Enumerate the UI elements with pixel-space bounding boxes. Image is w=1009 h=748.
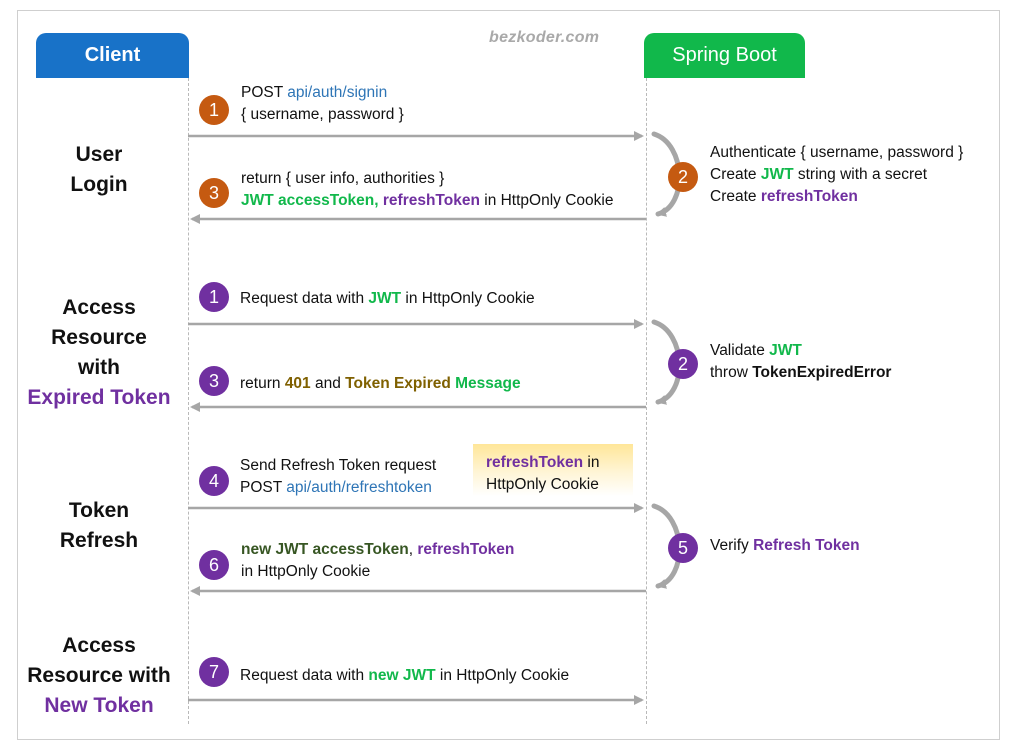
refresh-response-text: new JWT accessToken, refreshToken in Htt… [241, 541, 515, 580]
client-lifeline [188, 78, 189, 724]
expired-request-text: Request data with JWT in HttpOnly Cookie [240, 290, 535, 307]
step-number-badge: 1 [199, 282, 229, 312]
step-number-badge: 2 [668, 349, 698, 379]
step-number-badge: 4 [199, 466, 229, 496]
server-lane-header: Spring Boot [644, 33, 805, 78]
expired-response-text: return 401 and Token Expired Message [240, 375, 521, 392]
watermark: bezkoder.com [489, 29, 600, 46]
client-lane-header: Client [36, 33, 189, 78]
server-lifeline [646, 78, 647, 724]
expired-process-text: Validate JWT throw TokenExpiredError [710, 342, 892, 381]
login-process-text: Authenticate { username, password } Crea… [710, 144, 964, 205]
refresh-request-text: Send Refresh Token request POST api/auth… [240, 457, 437, 496]
refresh-process-text: Verify Refresh Token [710, 537, 860, 554]
refresh-cookie-note: refreshToken in HttpOnly Cookie [473, 444, 633, 496]
section-user-login: User Login [70, 143, 128, 196]
step-number-badge: 3 [199, 366, 229, 396]
section-expired-token: Access Resource with Expired Token [27, 296, 171, 409]
step-number-badge: 3 [199, 178, 229, 208]
login-request-text: POST api/auth/signin { username, passwor… [241, 84, 404, 123]
login-response-text: return { user info, authorities } JWT ac… [241, 170, 614, 209]
section-new-token: Access Resource with New Token [27, 634, 171, 717]
step-number-badge: 5 [668, 533, 698, 563]
newtoken-request-text: Request data with new JWT in HttpOnly Co… [240, 667, 570, 684]
step-number-badge: 7 [199, 657, 229, 687]
diagram-frame [17, 10, 1000, 740]
step-number-badge: 2 [668, 162, 698, 192]
step-number-badge: 6 [199, 550, 229, 580]
step-number-badge: 1 [199, 95, 229, 125]
section-token-refresh: Token Refresh [59, 499, 139, 552]
